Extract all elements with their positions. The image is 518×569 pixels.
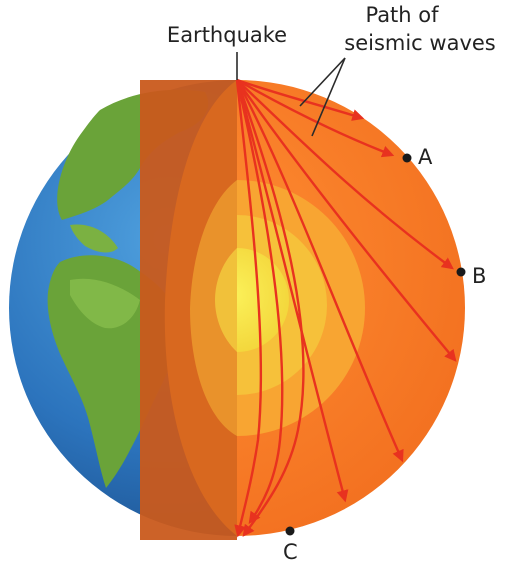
cut-face-core <box>190 180 237 436</box>
continent-highlight <box>70 278 140 329</box>
wave-arrow-icon <box>234 79 263 538</box>
wave-arrow-icon <box>235 79 349 503</box>
core-center <box>237 248 289 352</box>
wave-arrow-icon <box>236 78 395 158</box>
seismic-wave-paths <box>234 78 457 538</box>
label-point-a: A <box>418 145 433 169</box>
label-point-c: C <box>283 540 298 564</box>
wave-pointer-1 <box>299 57 346 107</box>
label-path-line1: Path of <box>365 3 439 27</box>
cut-face-center <box>215 248 237 352</box>
label-point-b: B <box>472 264 486 288</box>
wave-pointer-2 <box>311 57 346 137</box>
wave-arrow-icon <box>235 79 284 524</box>
wave-arrow-icon <box>236 79 454 270</box>
point-marker-icon <box>402 153 412 163</box>
wave-arrow-icon <box>236 79 457 362</box>
label-earthquake: Earthquake <box>167 23 287 47</box>
wave-arrow-icon <box>235 79 305 537</box>
earth-interior <box>237 80 465 536</box>
wave-arrow-icon <box>236 78 365 121</box>
label-path-line2: seismic waves <box>344 31 495 55</box>
label-pointers <box>236 52 346 137</box>
point-marker-icon <box>285 526 295 536</box>
wave-arrow-icon <box>235 79 404 463</box>
continent-central-america <box>70 224 118 253</box>
point-marker-icon <box>456 267 466 277</box>
